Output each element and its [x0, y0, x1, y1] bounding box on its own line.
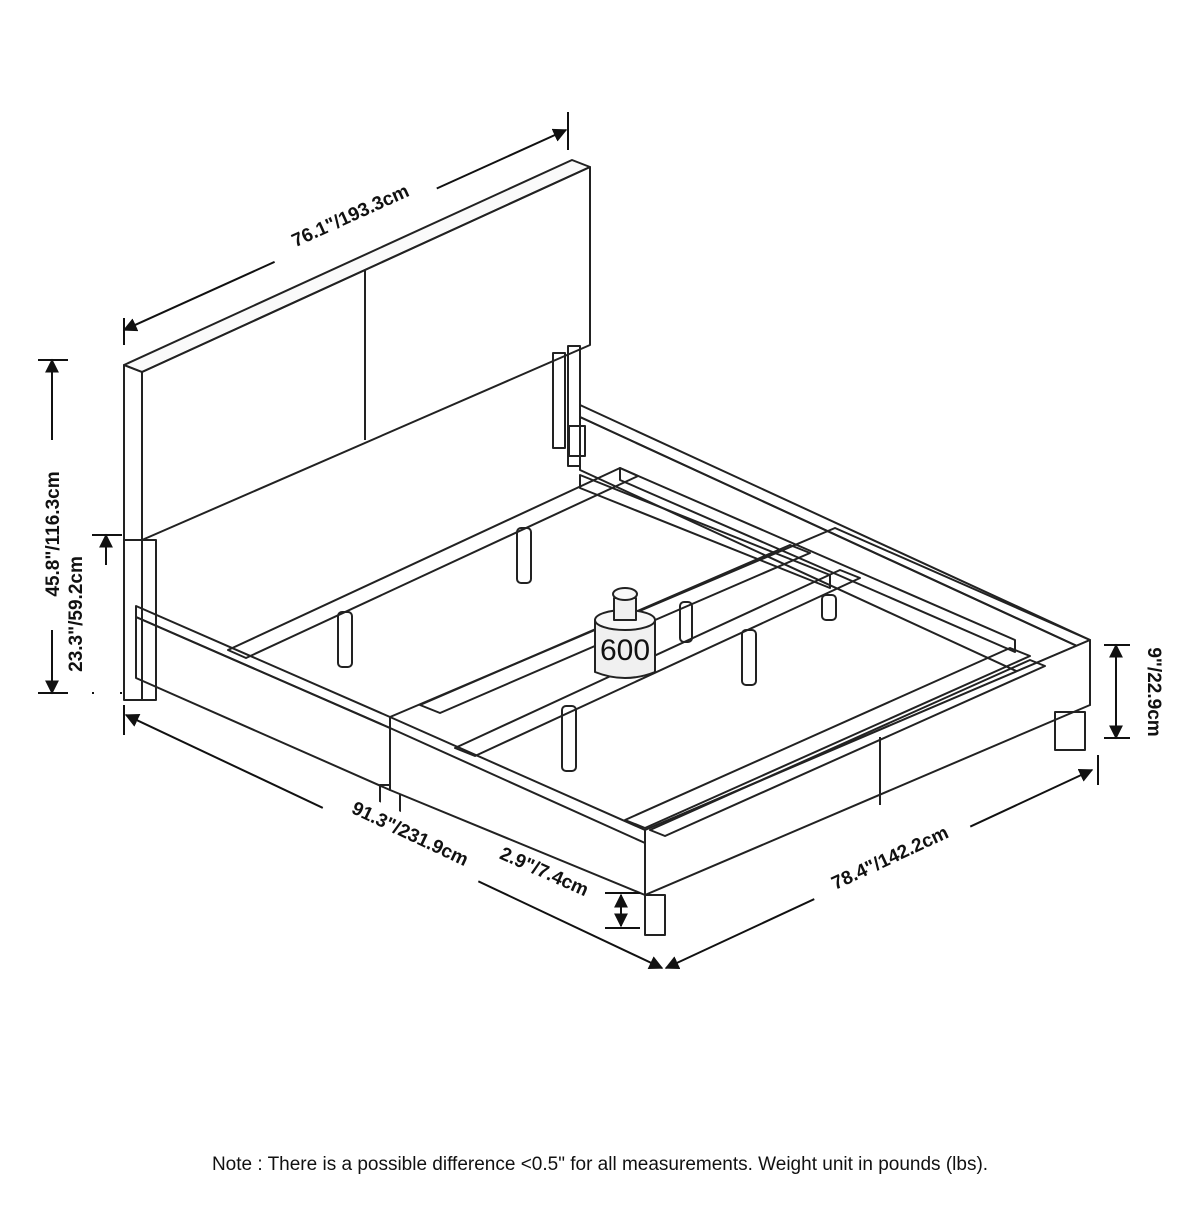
- side-rail-height-label: 9"/22.9cm: [1143, 647, 1164, 736]
- side-rail-left: [135, 605, 401, 816]
- measurement-note: Note : There is a possible difference <0…: [211, 1154, 989, 1175]
- weight-icon: [594, 587, 656, 679]
- side-rail-right: [579, 404, 1091, 706]
- foot-rail: [389, 527, 1091, 936]
- headboard: [123, 159, 591, 701]
- width-label: 78.4"/142.2cm: [829, 822, 952, 894]
- headboard-panel-height-label: 23.3"/59.2cm: [66, 556, 87, 672]
- total-height-label: 45.8"/116.3cm: [43, 471, 64, 596]
- center-beam: [579, 467, 1016, 653]
- weight-capacity-label: 600: [600, 634, 650, 667]
- dimension-labels: 76.1"/193.3cm 45.8"/116.3cm 23.3"/59.2cm…: [40, 162, 1164, 909]
